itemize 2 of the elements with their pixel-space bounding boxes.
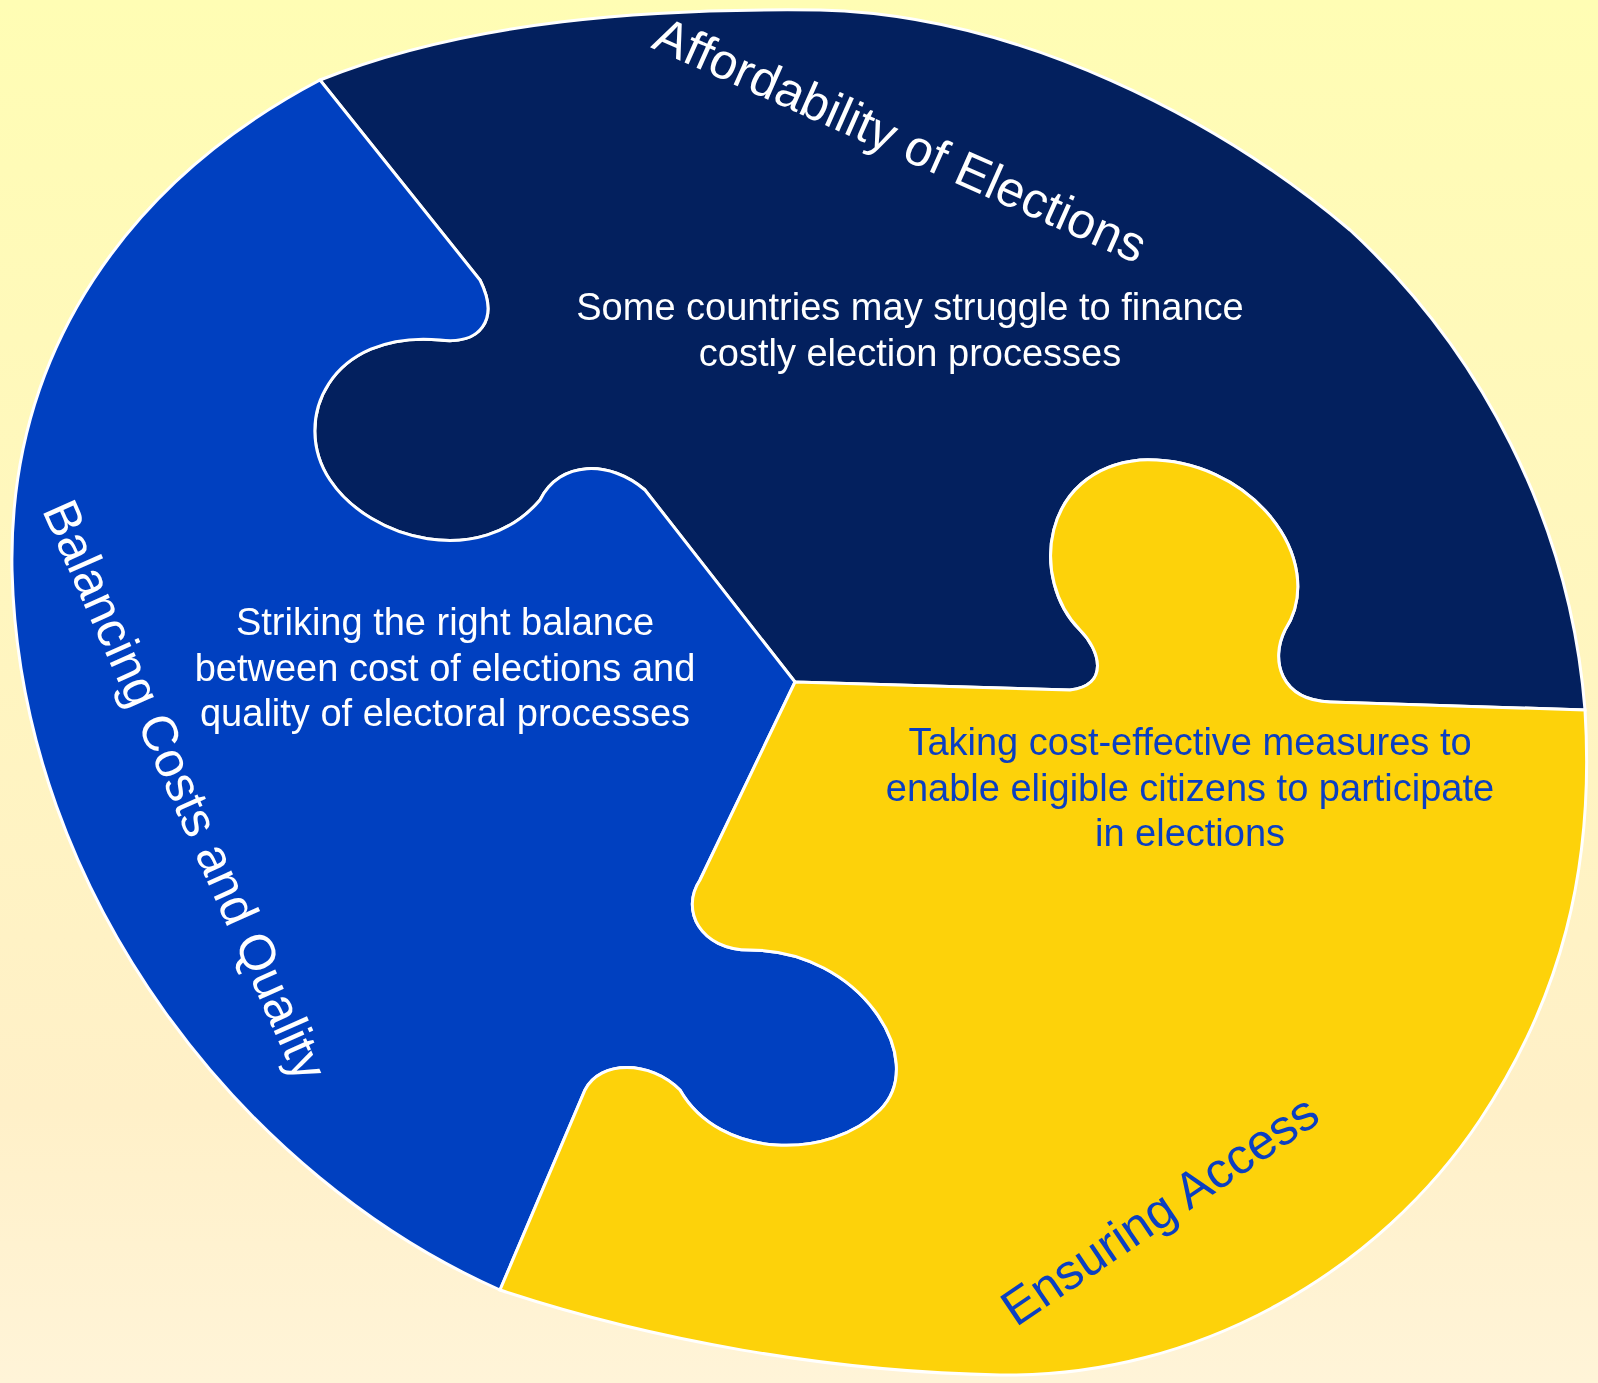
- piece-text: Some countries may struggle to finance costly election processes: [575, 285, 1245, 376]
- piece-text: Taking cost-effective measures to enable eligible citizens to participate in elections: [884, 720, 1496, 857]
